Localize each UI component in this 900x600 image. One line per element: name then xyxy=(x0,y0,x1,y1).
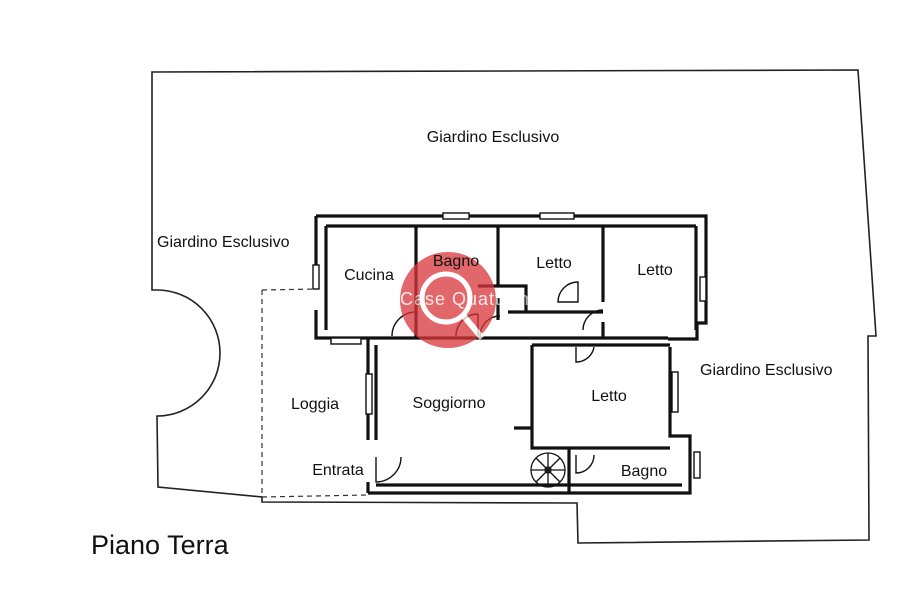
label-bagno-top: Bagno xyxy=(433,253,479,270)
watermark-text: Case Quattromuri xyxy=(400,289,558,309)
label-loggia: Loggia xyxy=(291,396,339,413)
label-garden-right: Giardino Esclusivo xyxy=(700,362,833,379)
magnifier-icon xyxy=(419,271,473,325)
label-entrata: Entrata xyxy=(312,462,364,479)
label-letto-1: Letto xyxy=(536,255,572,272)
label-garden-top: Giardino Esclusivo xyxy=(427,129,560,146)
label-garden-left: Giardino Esclusivo xyxy=(157,234,290,251)
windows xyxy=(312,212,707,479)
loggia-outline xyxy=(261,288,369,498)
label-bagno-bottom: Bagno xyxy=(621,463,667,480)
watermark-logo: Case Quattromuri xyxy=(400,252,558,348)
label-letto-3: Letto xyxy=(591,388,627,405)
label-soggiorno: Soggiorno xyxy=(413,395,486,412)
magnifier-handle-icon xyxy=(459,312,485,340)
label-letto-2: Letto xyxy=(637,262,673,279)
page-title: Piano Terra xyxy=(91,530,230,560)
garden-boundary xyxy=(151,69,877,544)
spiral-stair-icon xyxy=(530,452,566,488)
label-cucina: Cucina xyxy=(344,267,394,284)
house-walls xyxy=(314,214,708,495)
